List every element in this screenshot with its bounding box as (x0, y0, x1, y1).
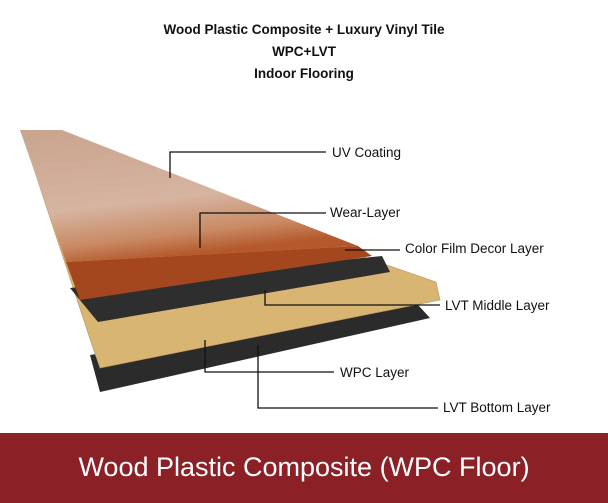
lvt-middle-leader (264, 290, 440, 306)
title-line-2: WPC+LVT (272, 44, 336, 59)
flooring-layers-diagram (20, 130, 441, 409)
lvt-bottom-layer (90, 305, 430, 392)
uv-coating-leader (169, 151, 326, 178)
title-line-1: Wood Plastic Composite + Luxury Vinyl Ti… (163, 22, 445, 37)
title-line-3: Indoor Flooring (254, 66, 354, 81)
label-lvt-middle: LVT Middle Layer (445, 298, 550, 313)
label-lvt-bottom: LVT Bottom Layer (443, 400, 551, 415)
label-uv-coating: UV Coating (332, 145, 402, 160)
label-color-film: Color Film Decor Layer (405, 241, 544, 256)
lvt-middle-layer (70, 256, 390, 322)
label-wear-layer: Wear-Layer (330, 205, 401, 220)
wpc-leader (204, 340, 334, 373)
wood-top-surface (20, 130, 358, 262)
label-wpc-layer: WPC Layer (340, 365, 410, 380)
color-film-layer (66, 246, 372, 300)
wear-layer-leader (199, 212, 326, 248)
banner-title: Wood Plastic Composite (WPC Floor) (0, 433, 608, 503)
lvt-bottom-leader (257, 345, 438, 409)
